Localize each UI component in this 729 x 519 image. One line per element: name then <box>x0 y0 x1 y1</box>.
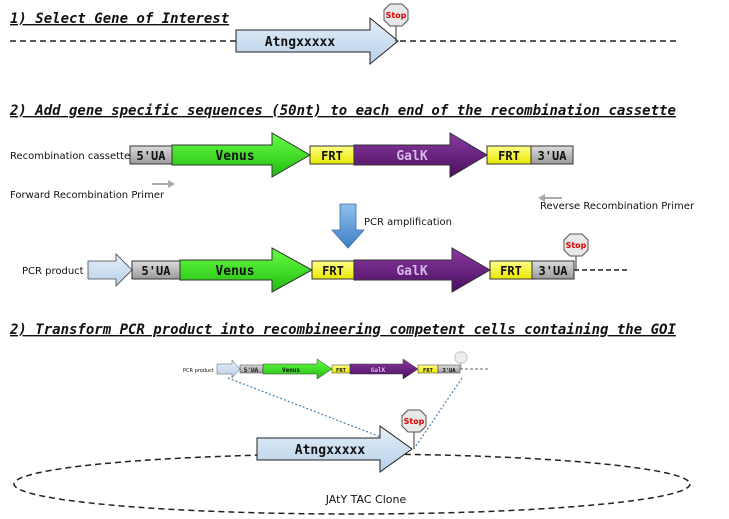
mini-pcr-product-label: PCR product <box>183 368 214 374</box>
step3-heading: 2) Transform PCR product into recombinee… <box>9 322 676 338</box>
pcr-down-arrow <box>331 203 365 249</box>
reverse-primer-arrow <box>538 194 562 202</box>
stop-label: Stop <box>386 11 407 20</box>
segment-galk-label: GalK <box>396 149 427 164</box>
stop-sign-1: Stop <box>383 3 409 42</box>
tac-clone-ellipse <box>13 453 691 515</box>
gene-arrow-clone <box>256 425 413 473</box>
crossover-line-right <box>415 377 463 447</box>
pcr-segment-5ua-label: 5'UA <box>142 264 172 278</box>
stop-sign-3: Stop <box>401 409 427 449</box>
stop-label-2: Stop <box>566 241 587 250</box>
segment-frt-1-label: FRT <box>321 149 343 163</box>
mini-pcr-product: PCR product 5'UA Venus FRT GalK FRT 3'UA <box>183 351 488 380</box>
pcr-segment-galk-label: GalK <box>396 264 427 279</box>
segment-3ua-label: 3'UA <box>538 149 568 163</box>
pcr-product: 5'UA Venus FRT GalK FRT 3'UA <box>131 247 630 293</box>
gene-clone-label: Atngxxxxx <box>295 443 366 458</box>
mini-stop-sign <box>454 351 468 364</box>
pcr-segment-3ua-label: 3'UA <box>539 264 569 278</box>
segment-frt-2-label: FRT <box>498 149 520 163</box>
pcr-segment-galk <box>353 247 491 293</box>
recombination-cassette: 5'UA Venus FRT GalK FRT 3'UA <box>129 132 574 178</box>
pcr-amplification-label: PCR amplification <box>364 217 452 228</box>
mini-segment-frt-2-label: FRT <box>423 368 434 374</box>
pcr-product-pointer-arrow <box>87 253 133 287</box>
stop-label-3: Stop <box>404 417 425 426</box>
gene-label: Atngxxxxx <box>265 35 336 50</box>
forward-primer-arrow <box>152 180 175 188</box>
recombination-cassette-label: Recombination cassette <box>10 151 130 162</box>
mini-segment-galk <box>349 358 419 380</box>
crossover-line-left <box>227 377 405 447</box>
mini-segment-5ua-label: 5'UA <box>244 367 259 374</box>
step1-heading: 1) Select Gene of Interest <box>10 11 229 27</box>
mini-segment-frt-1-label: FRT <box>336 368 347 374</box>
mini-segment-galk-label: GalK <box>371 367 386 374</box>
segment-venus-label: Venus <box>215 149 254 164</box>
stop-sign-2: Stop <box>563 233 589 271</box>
gene-arrow <box>235 16 399 66</box>
segment-3ua <box>530 145 574 165</box>
pcr-segment-frt-2-label: FRT <box>500 264 522 278</box>
pcr-segment-frt-1-label: FRT <box>322 264 344 278</box>
forward-primer-label: Forward Recombination Primer <box>10 190 165 201</box>
pcr-segment-venus <box>179 247 314 293</box>
mini-segment-venus <box>262 358 333 380</box>
mini-segment-venus-label: Venus <box>282 367 300 374</box>
reverse-primer-label: Reverse Recombination Primer <box>540 201 695 212</box>
mini-pointer-arrow <box>216 359 241 379</box>
step2-heading: 2) Add gene specific sequences (50nt) to… <box>9 103 676 119</box>
segment-5ua-label: 5'UA <box>137 149 167 163</box>
pcr-segment-venus-label: Venus <box>215 264 254 279</box>
segment-galk <box>353 132 488 178</box>
pcr-product-label: PCR product <box>22 266 84 277</box>
mini-segment-3ua-label: 3'UA <box>442 368 456 374</box>
tac-clone-label: JAtY TAC Clone <box>325 493 407 506</box>
segment-venus <box>171 132 311 178</box>
